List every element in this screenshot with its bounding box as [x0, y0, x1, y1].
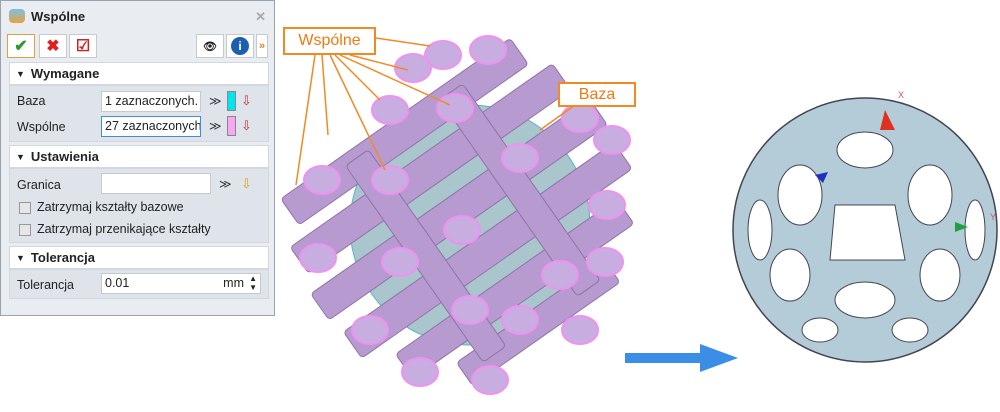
tolerance-unit: mm — [223, 276, 244, 290]
ok-button[interactable]: ✔ — [7, 34, 35, 58]
chevron-down-icon[interactable]: ≫ — [219, 177, 232, 191]
collapse-icon: ▼ — [16, 151, 25, 162]
common-color-swatch[interactable] — [227, 116, 236, 136]
tolerance-value: 0.01 — [105, 276, 130, 290]
section-title: Wymagane — [30, 66, 100, 81]
axis-y-label: Y — [990, 212, 997, 222]
section-title: Tolerancja — [30, 250, 95, 265]
keep-intersecting-label: Zatrzymaj przenikające kształty — [37, 222, 211, 236]
common-dialog: Wspólne ✕ ✔ ✖ ☑ 👁 i » ▼ Wymagane Baza 1 z… — [0, 0, 275, 316]
base-color-swatch[interactable] — [227, 91, 236, 111]
tolerance-label: Tolerancja — [17, 278, 74, 292]
collapse-icon: ▼ — [16, 68, 25, 79]
base-label: Baza — [17, 94, 46, 108]
callout-common: Wspólne — [283, 27, 376, 55]
expand-button[interactable]: » — [256, 34, 268, 58]
pick-icon[interactable]: ⇩ — [241, 93, 252, 108]
boundary-input[interactable] — [101, 173, 211, 194]
keep-intersecting-checkbox[interactable] — [19, 224, 31, 236]
callout-leaders — [295, 37, 576, 186]
chevron-down-icon[interactable]: ≫ — [209, 94, 222, 108]
section-tolerance-header[interactable]: ▼ Tolerancja — [9, 246, 269, 269]
arrow-icon — [625, 344, 738, 372]
dialog-title-bar: Wspólne ✕ — [1, 1, 274, 31]
common-feature-icon — [9, 9, 25, 23]
section-required-header[interactable]: ▼ Wymagane — [9, 62, 269, 85]
section-settings-header[interactable]: ▼ Ustawienia — [9, 145, 269, 168]
close-icon[interactable]: ✕ — [255, 9, 266, 24]
callout-base: Baza — [558, 82, 636, 107]
result-sphere — [732, 97, 998, 363]
preview-button[interactable]: 👁 — [196, 34, 224, 58]
boundary-label: Granica — [17, 178, 61, 192]
keep-base-label: Zatrzymaj kształty bazowe — [37, 200, 184, 214]
info-icon: i — [231, 37, 249, 55]
apply-button[interactable]: ☑ — [69, 34, 97, 58]
collapse-icon: ▼ — [16, 252, 25, 263]
base-input[interactable]: 1 zaznaczonych. — [101, 91, 201, 112]
common-label: Wspólne — [17, 120, 66, 134]
info-button[interactable]: i — [226, 34, 254, 58]
keep-base-checkbox[interactable] — [19, 202, 31, 214]
axis-x-label: X — [898, 90, 905, 100]
cancel-button[interactable]: ✖ — [39, 34, 67, 58]
tolerance-input[interactable]: 0.01 mm ▲▼ — [101, 273, 261, 294]
chevron-down-icon[interactable]: ≫ — [209, 119, 222, 133]
pick-icon[interactable]: ⇩ — [241, 176, 252, 191]
section-title: Ustawienia — [30, 149, 99, 164]
spinner-icon[interactable]: ▲▼ — [249, 274, 257, 292]
dialog-title: Wspólne — [31, 8, 86, 24]
pick-icon[interactable]: ⇩ — [241, 118, 252, 133]
common-input[interactable]: 27 zaznaczonych. — [101, 116, 201, 137]
cylinder-cluster — [281, 35, 633, 395]
